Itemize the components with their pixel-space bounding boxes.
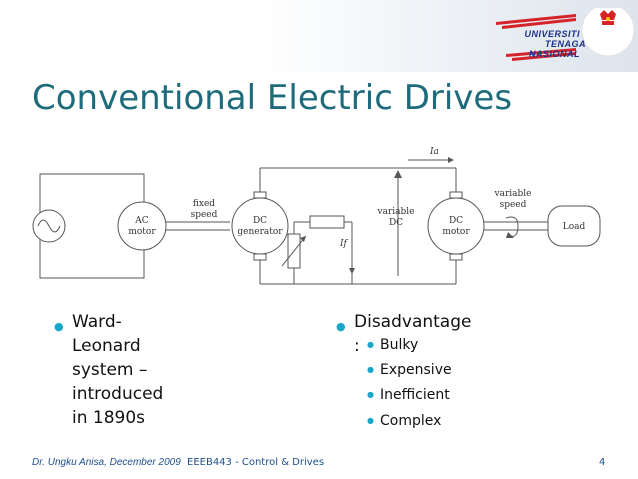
dc-generator-label-1: DC xyxy=(253,216,267,226)
dc-motor-label-2: motor xyxy=(442,227,470,237)
dc-motor-label-1: DC xyxy=(449,216,463,226)
field-winding xyxy=(309,215,345,229)
sub-bullet-complex: ● Complex xyxy=(367,413,442,429)
logo-stripes-icon xyxy=(496,3,635,61)
bullet-disadvantage: ● Disadvantage : xyxy=(336,310,472,358)
bullet-dot-icon: ● xyxy=(336,320,346,333)
bullet-ward-leonard: ● Ward-Leonard system – introduced in 18… xyxy=(54,310,164,430)
variable-dc-label-2: DC xyxy=(389,218,403,228)
slide-title: Conventional Electric Drives xyxy=(32,78,513,118)
logo-line-1: UNIVERSITI xyxy=(524,29,580,39)
sub-bullet-dot-icon: ● xyxy=(367,416,374,425)
field-current-label: If xyxy=(339,239,349,249)
footer-author: Dr. Ungku Anisa, December 2009 xyxy=(32,457,181,468)
ward-leonard-diagram: AC motor fixed speed DC generator If var… xyxy=(0,126,612,312)
disadvantage-heading: Disadvantage : xyxy=(354,312,472,356)
logo-line-2: TENAGA xyxy=(545,39,586,49)
sub-bullet-dot-icon: ● xyxy=(367,340,374,349)
university-logo: UNIVERSITI TENAGA NASIONAL xyxy=(496,3,638,64)
footer-page-number: 4 xyxy=(599,457,606,468)
variable-speed-label-1: variable xyxy=(494,189,532,199)
bullet-dot-icon: ● xyxy=(54,320,64,333)
load-label: Load xyxy=(563,222,586,232)
header-band xyxy=(0,0,638,72)
armature-current-label: Ia xyxy=(429,147,439,157)
sub-bullet-dot-icon: ● xyxy=(367,390,374,399)
bullet-line-2: introduced in 1890s xyxy=(72,384,164,428)
dc-generator-label-2: generator xyxy=(237,227,283,237)
sub-bullet-text: Inefficient xyxy=(380,387,450,403)
sub-bullet-text: Bulky xyxy=(380,337,419,353)
sub-bullet-expensive: ● Expensive xyxy=(367,362,452,378)
ac-motor-label-2: motor xyxy=(128,227,156,237)
sub-bullet-text: Expensive xyxy=(380,362,452,378)
sub-bullet-text: Complex xyxy=(380,413,442,429)
sub-bullet-bulky: ● Bulky xyxy=(367,337,419,353)
sub-bullet-inefficient: ● Inefficient xyxy=(367,387,450,403)
logo-line-3: NASIONAL xyxy=(529,49,580,59)
dc-motor-circle xyxy=(427,197,485,255)
variable-dc-label-1: variable xyxy=(377,207,415,217)
footer-course: EEEB443 - Control & Drives xyxy=(187,457,325,468)
load-box xyxy=(547,205,601,247)
fixed-speed-label-2: speed xyxy=(191,210,218,220)
ac-motor-circle xyxy=(117,201,167,251)
sub-bullet-dot-icon: ● xyxy=(367,365,374,374)
variable-speed-label-2: speed xyxy=(500,200,527,210)
diagram-svg: AC motor fixed speed DC generator If var… xyxy=(32,147,601,285)
bullet-line-1: Ward-Leonard system – xyxy=(72,312,148,380)
ac-motor-label-1: AC xyxy=(134,216,148,226)
dc-generator-circle xyxy=(231,197,289,255)
fixed-speed-label-1: fixed xyxy=(193,199,215,209)
